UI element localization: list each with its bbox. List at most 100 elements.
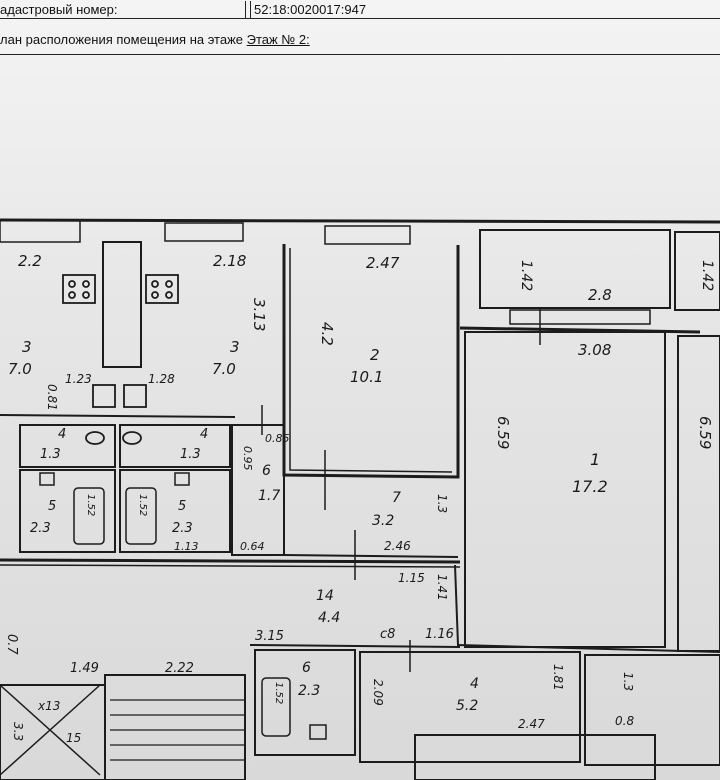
window-2	[164, 222, 244, 242]
label-dim-149: 1.49	[70, 661, 99, 676]
label-room2-no: 2	[370, 346, 380, 364]
room-2-walls	[282, 244, 460, 479]
label-bath-left-no: 5	[48, 499, 56, 514]
label-room2-area: 10.1	[350, 368, 383, 386]
balcony-door	[509, 309, 651, 325]
cadastral-value: 52:18:0020017:947	[250, 1, 720, 18]
label-kitchen-right-width: 2.18	[213, 252, 246, 270]
label-bath6-area: 2.3	[298, 683, 320, 699]
label-wc-left-no: 4	[58, 427, 66, 442]
label-room4-area: 5.2	[456, 698, 478, 714]
label-bath-dim: 1.13	[174, 540, 199, 553]
label-hall14-no: 14	[316, 588, 334, 604]
stairs	[104, 674, 246, 780]
label-hall-95: 0.95	[241, 446, 254, 471]
label-dim-209: 2.09	[371, 679, 385, 706]
label-room2-depth: 4.2	[318, 322, 336, 346]
label-dim-c8: c8	[380, 627, 395, 642]
label-kitchen-right-no: 3	[230, 338, 240, 356]
balcony-right	[674, 231, 720, 311]
label-corr7-area: 3.2	[372, 513, 394, 529]
label-bath6-no: 6	[302, 660, 311, 676]
label-corr-width: 2.46	[384, 539, 411, 553]
label-dim-a: 1.23	[65, 372, 92, 386]
floor-plan-drawing: 2.2 2.18 2.47 1.42 1.42 2.8 3.08 3.13 4.…	[0, 218, 720, 780]
floor-link: Этаж № 2:	[246, 32, 310, 47]
label-balcony-width: 2.8	[588, 286, 612, 304]
label-stair-15: 15	[66, 731, 81, 745]
label-stair-x13: x13	[37, 699, 60, 713]
label-bath-right-area: 2.3	[172, 521, 193, 536]
label-dim-07: 0.7	[4, 634, 19, 655]
hall-6	[231, 424, 285, 556]
label-bath-left-area: 2.3	[30, 521, 51, 536]
sink-a-icon	[92, 384, 116, 408]
room-right	[677, 335, 720, 652]
stove-left-icon	[62, 274, 96, 304]
tub-right-icon	[125, 487, 157, 545]
sink-6-icon	[309, 724, 327, 740]
label-dim-b: 1.28	[148, 372, 175, 386]
label-stair-33: 3.3	[11, 722, 25, 741]
label-tub6: 1.52	[273, 682, 284, 704]
label-room-right-depth: 6.59	[696, 416, 714, 449]
toilet-right-icon	[122, 431, 142, 445]
sink-right-icon	[174, 472, 190, 486]
vent-shaft	[102, 241, 142, 368]
top-wall	[0, 218, 720, 224]
toilet-left-icon	[85, 431, 105, 445]
window-3	[324, 225, 411, 245]
label-kitchen-left-no: 3	[22, 338, 32, 356]
tub-6-icon	[261, 677, 291, 737]
balcony-left	[479, 229, 671, 309]
label-dim-08: 0.8	[615, 714, 634, 728]
label-dim-315: 3.15	[255, 629, 284, 644]
label-hall-064: 0.64	[240, 540, 265, 553]
label-room4-no: 4	[470, 676, 479, 692]
bath-left	[19, 469, 116, 553]
label-hall-141: 1.41	[435, 574, 449, 601]
label-bath-right-no: 5	[178, 499, 186, 514]
sink-left-icon	[39, 472, 55, 486]
cadastral-row: адастровый номер: 52:18:0020017:947	[0, 0, 720, 19]
label-room1-depth: 6.59	[494, 416, 512, 449]
tub-left-icon	[73, 487, 105, 545]
label-hall14-dim: 1.15	[398, 571, 425, 585]
window-1	[0, 219, 81, 243]
plan-caption: лан расположения помещения на этаже	[0, 32, 244, 47]
label-hall6-area: 1.7	[258, 488, 280, 504]
stove-right-icon	[145, 274, 179, 304]
label-kitchen-left-area: 7.0	[8, 360, 32, 378]
wc-right	[119, 424, 231, 468]
label-wc-right-area: 1.3	[180, 447, 201, 462]
label-balcony-depth-2: 1.42	[699, 260, 715, 291]
label-corr7-no: 7	[392, 490, 401, 506]
wc-left	[19, 424, 116, 468]
room-right-bottom	[584, 654, 720, 766]
label-room2-width: 2.47	[366, 254, 400, 272]
label-kitchen-left-width: 2.2	[18, 252, 42, 270]
room-4	[359, 651, 581, 763]
label-wc-left-area: 1.3	[40, 447, 61, 462]
label-tub-left: 1.52	[85, 494, 96, 516]
label-corr-13: 1.3	[435, 494, 449, 513]
plan-caption-row: лан расположения помещения на этаже Этаж…	[0, 28, 720, 55]
room-1	[464, 331, 666, 648]
label-room1-area: 17.2	[572, 477, 608, 496]
label-tub-right: 1.52	[137, 494, 148, 516]
label-hall6-no: 6	[262, 463, 271, 479]
bath-right	[119, 469, 231, 553]
label-wc-right-no: 4	[200, 427, 208, 442]
label-balcony-depth-1: 1.42	[518, 260, 534, 291]
label-dim-c: 0.81	[45, 384, 59, 411]
lower-block	[414, 734, 656, 780]
sink-b-icon	[123, 384, 147, 408]
label-dim-247b: 2.47	[518, 717, 545, 731]
label-dim-181: 1.81	[551, 664, 565, 691]
label-dim-116: 1.16	[425, 627, 454, 642]
label-room1-width: 3.08	[578, 341, 611, 359]
label-hall-85: 0.85	[265, 432, 290, 445]
bath-6	[254, 649, 356, 756]
label-dim-13b: 1.3	[621, 672, 635, 691]
